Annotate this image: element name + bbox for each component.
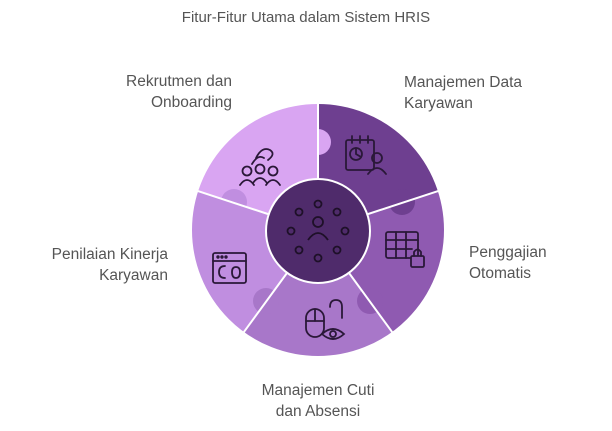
label-cuti-absensi: Manajemen Cuti dan Absensi (236, 380, 400, 422)
segment-cuti-absensi (243, 230, 393, 357)
label-penggajian-line2: Otomatis (469, 265, 532, 282)
label-cuti-absensi-line1: Manajemen Cuti (261, 382, 375, 399)
label-rekrutmen-line2: Onboarding (150, 94, 232, 111)
label-manajemen-data-line1: Manajemen Data (404, 74, 523, 91)
team-hub-icon (286, 199, 350, 263)
diagram-title: Fitur-Fitur Utama dalam Sistem HRIS (181, 9, 431, 26)
people-network-icon (239, 148, 281, 186)
label-penilaian: Penilaian Kinerja Karyawan (20, 244, 168, 286)
label-manajemen-data-line2: Karyawan (404, 95, 473, 112)
mouse-eye-icon (305, 299, 346, 340)
employee-profile-icon (345, 135, 387, 175)
label-penilaian-line2: Karyawan (99, 267, 168, 284)
label-rekrutmen: Rekrutmen dan Onboarding (100, 71, 232, 113)
label-cuti-absensi-line2: dan Absensi (275, 403, 361, 420)
label-penggajian-line1: Penggajian (469, 244, 547, 261)
center-hub (265, 178, 371, 284)
label-penilaian-line1: Penilaian Kinerja (51, 246, 168, 263)
browser-window-icon (212, 252, 247, 284)
label-rekrutmen-line1: Rekrutmen dan (126, 73, 232, 90)
label-manajemen-data: Manajemen Data Karyawan (404, 72, 554, 114)
segment-dividers (196, 103, 440, 334)
label-penggajian: Penggajian Otomatis (469, 242, 589, 284)
spreadsheet-lock-icon (385, 231, 425, 268)
